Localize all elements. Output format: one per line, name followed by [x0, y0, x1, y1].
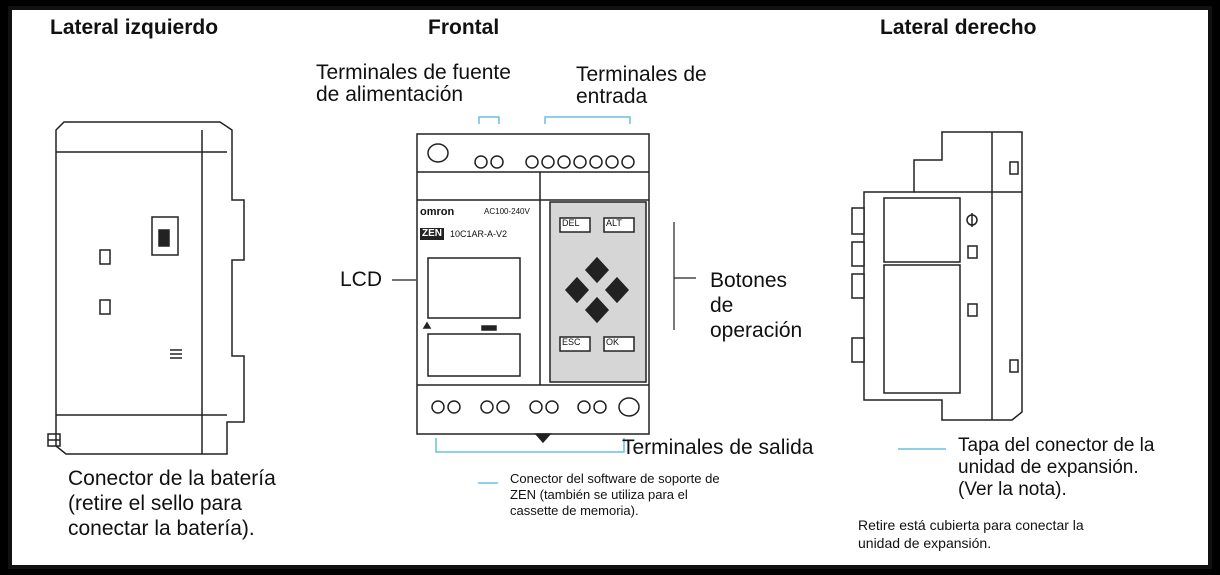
front-view: [416, 133, 650, 444]
heading-right-side: Lateral derecho: [880, 16, 1037, 39]
heading-left-side: Lateral izquierdo: [50, 16, 219, 39]
label-software-connector: Conector del software de soporte de ZEN …: [510, 471, 720, 518]
device-brand: omron: [420, 206, 455, 218]
label-power-terminals: Terminales de fuente de alimentación: [316, 61, 511, 106]
leader-lines: [435, 116, 946, 484]
diagram-frame: Lateral izquierdo Frontal Lateral derech…: [8, 6, 1212, 569]
device-voltage: AC100-240V: [484, 207, 530, 216]
button-alt: ALT: [606, 218, 622, 228]
button-del: DEL: [562, 218, 580, 228]
label-battery-connector: Conector de la batería (retire el sello …: [68, 467, 276, 540]
heading-front: Frontal: [428, 16, 500, 39]
label-output-terminals: Terminales de salida: [622, 436, 814, 459]
label-operation-buttons: Botones de operación: [710, 269, 803, 342]
button-ok: OK: [606, 337, 620, 347]
device-logo: ZEN: [420, 228, 444, 240]
label-expansion-note: Retire está cubierta para conectar la un…: [858, 517, 1084, 551]
right-side-view: [851, 131, 1023, 421]
label-expansion-cover: Tapa del conector de la unidad de expans…: [958, 435, 1155, 500]
button-esc: ESC: [562, 337, 581, 347]
device-model: 10C1AR-A-V2: [450, 229, 508, 239]
label-input-terminals: Terminales de entrada: [576, 63, 707, 108]
leader-lines-dark: [392, 222, 696, 330]
label-lcd: LCD: [340, 268, 383, 291]
left-side-view: [47, 121, 245, 455]
device-drawings: [47, 116, 1023, 484]
